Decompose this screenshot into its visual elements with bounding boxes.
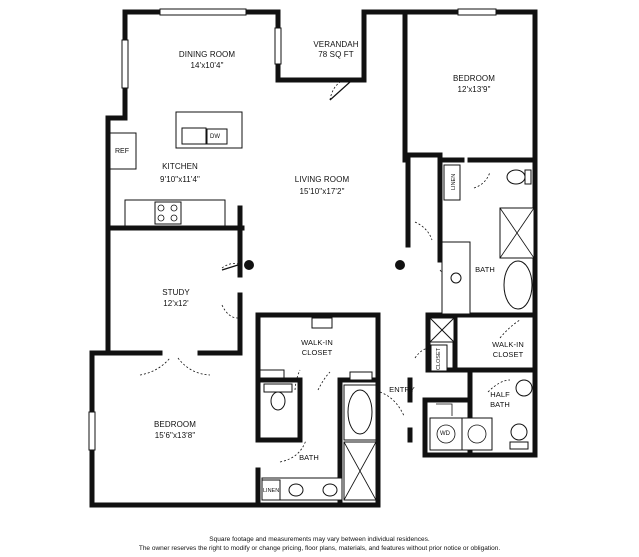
interior-wall [422, 397, 538, 458]
shower-diagonal [343, 441, 377, 501]
kitchen-sink [181, 127, 207, 145]
bathtub [347, 389, 373, 435]
washer-box [461, 417, 493, 451]
refrigerator [109, 132, 137, 170]
bedroom2-label: BEDROOM [153, 420, 197, 429]
bedroom1-label: BEDROOM [452, 74, 496, 83]
cooktop [154, 201, 182, 225]
door-swing [317, 371, 331, 391]
door-swing [414, 221, 433, 241]
linen2-label: LINEN [263, 488, 280, 494]
bath1-label: BATH [475, 265, 495, 274]
toilet-tank [263, 383, 293, 393]
verandah-dims: 78 SQ FT [318, 50, 354, 59]
stove-burner [157, 204, 165, 212]
study-label: STUDY [162, 288, 190, 297]
closet-small [430, 344, 448, 372]
dining-room-label: DINING ROOM [178, 50, 236, 59]
dryer-drum [467, 424, 487, 444]
washer [429, 417, 463, 451]
bedroom2-dims: 15'6"x13'8" [154, 431, 196, 440]
closet-rod [436, 403, 453, 416]
linen-closet [261, 479, 281, 501]
refrigerator-label: REF [115, 148, 129, 155]
disclaimer-line2: The owner reserves the right to modify o… [138, 545, 501, 552]
window [274, 27, 282, 65]
entry-label: ENTRY [389, 385, 415, 394]
stove-burner [170, 214, 178, 222]
toilet [506, 169, 526, 185]
door-swing [294, 369, 301, 391]
closet-label: CLOSET [436, 347, 442, 370]
window [457, 8, 497, 16]
window [121, 39, 129, 89]
disclaimer-line1: Square footage and measurements may vary… [209, 536, 430, 543]
verandah-label: VERANDAH [313, 40, 359, 49]
closet-x [429, 317, 455, 343]
door-swing [279, 439, 307, 463]
toilet-tank [524, 169, 532, 185]
wall-end-marker [244, 260, 254, 270]
toilet [270, 391, 286, 411]
exterior-wall [402, 9, 538, 308]
living-room-dims: 15'10"x17'2" [299, 187, 345, 196]
kitchen-label: KITCHEN [162, 162, 198, 171]
toilet [510, 423, 528, 441]
living-room-label: LIVING ROOM [294, 175, 350, 184]
door-swing [473, 171, 491, 189]
wall-cabinet [259, 369, 285, 379]
door-leaf [329, 81, 351, 101]
toilet-tank [509, 441, 529, 450]
half-bath-label: HALF [490, 390, 510, 399]
shower-diagonal [499, 207, 535, 259]
window [159, 8, 247, 16]
door-swing [414, 347, 431, 359]
walkin-closet1-label: WALK-IN [301, 338, 333, 347]
door-swing [221, 304, 239, 319]
dishwasher-label: DW [210, 134, 220, 140]
interior-wall [407, 152, 443, 263]
washer-drum [436, 424, 456, 444]
sink-basin [288, 483, 304, 497]
wall-cabinet [311, 317, 333, 329]
kitchen-dims: 9'10"x11'4" [160, 175, 200, 184]
bathtub [503, 260, 533, 310]
walkin-closet1-label2: CLOSET [301, 348, 333, 357]
door-swing [499, 319, 521, 339]
stove-burner [170, 204, 178, 212]
wall-cabinet [349, 371, 373, 381]
sink-basin [450, 272, 462, 284]
sink-basin [322, 483, 338, 497]
door-swing [177, 357, 211, 376]
sink-basin [515, 379, 533, 397]
door-swing [139, 357, 171, 376]
linen1-label: LINEN [451, 173, 457, 190]
washer-label: WD [440, 431, 450, 437]
half-bath-label2: BATH [490, 400, 510, 409]
walkin-closet2-label2: CLOSET [492, 350, 524, 359]
dining-room-dims: 14'x10'4" [190, 61, 224, 70]
door-swing [379, 391, 405, 417]
stove-burner [157, 214, 165, 222]
door-swing [221, 263, 239, 269]
window [88, 411, 96, 451]
door-leaf [221, 264, 239, 271]
door-swing [329, 81, 341, 101]
walkin-closet2-label: WALK-IN [492, 340, 524, 349]
study-dims: 12'x12' [163, 299, 189, 308]
bath2-label: BATH [299, 453, 319, 462]
wall-end-marker [395, 260, 405, 270]
dishwasher [206, 128, 228, 145]
linen-closet [443, 164, 461, 201]
bedroom1-dims: 12'x13'9" [457, 85, 491, 94]
